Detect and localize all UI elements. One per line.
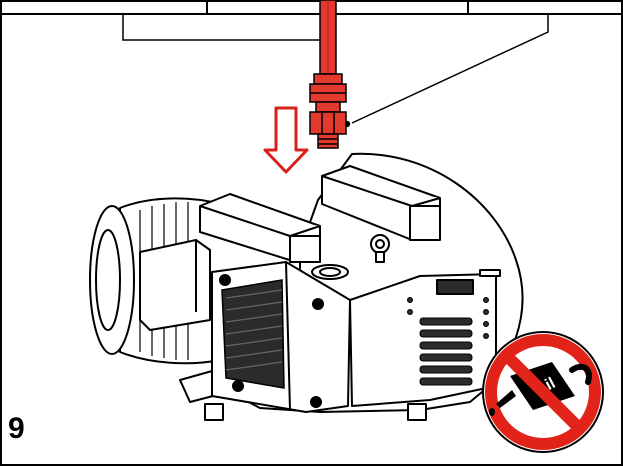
fitting-assembly [309,73,347,149]
pipe [319,0,337,75]
vent-grille [221,279,285,389]
no-oil-icon: oil [482,331,604,453]
side-vents [407,297,489,386]
step-number: 9 [8,412,25,445]
arrow-down-icon [263,106,309,174]
